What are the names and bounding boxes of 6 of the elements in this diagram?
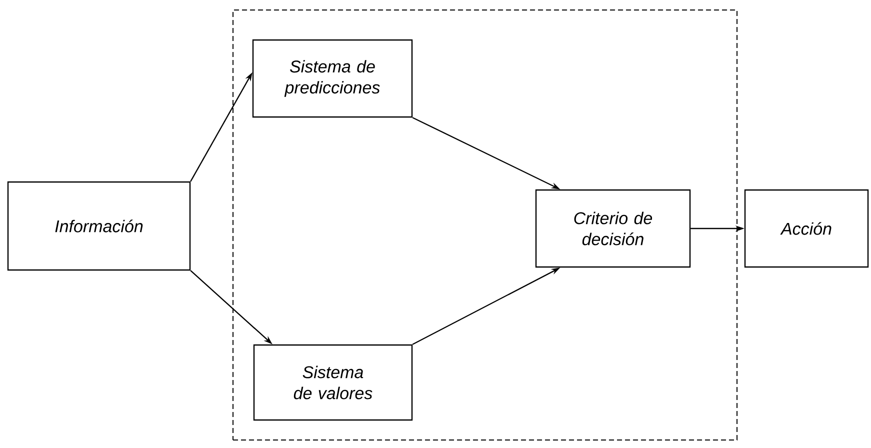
process-box: Información	[7, 181, 191, 271]
process-box: Criterio de decisión	[535, 189, 691, 268]
group-frame	[232, 10, 738, 440]
process-box: Sistema de predicciones	[252, 39, 413, 118]
process-box: Sistema de valores	[253, 344, 413, 421]
process-box: Acción	[744, 189, 869, 268]
